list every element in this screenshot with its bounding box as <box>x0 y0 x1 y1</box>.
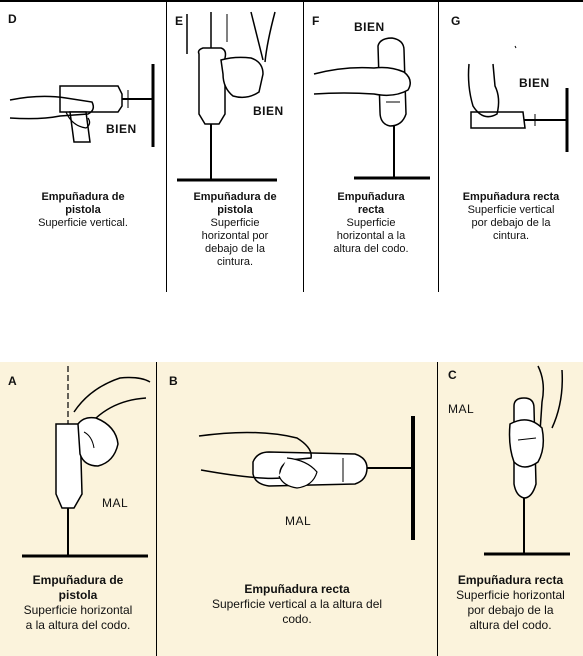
panel-letter: F <box>312 14 320 28</box>
panel-letter: E <box>175 14 184 28</box>
panel-caption: Empuñadura de pistola Superficie horizon… <box>169 191 301 269</box>
caption-line: Superficie <box>210 217 260 229</box>
panel-d: D BIEN Empuñadura de pistola Superficie … <box>0 2 166 292</box>
caption-line: cintura. <box>216 256 254 268</box>
panel-caption: Empuñadura recta Superficie vertical a l… <box>167 582 427 627</box>
caption-line: Superficie <box>346 217 396 229</box>
caption-line: a la altura del codo. <box>25 618 131 632</box>
mal-label: MAL <box>448 402 475 416</box>
panel-caption: Empuñadura recta Superficie horizontal p… <box>438 573 583 633</box>
caption-line: horizontal por <box>201 230 269 242</box>
bien-label: BIEN <box>519 76 550 90</box>
bien-label: BIEN <box>354 20 385 34</box>
top-border <box>0 0 583 2</box>
caption-bold-line: pistola <box>58 588 98 602</box>
caption-bold-line: Empuñadura recta <box>244 582 350 596</box>
caption-line: horizontal a la <box>336 230 406 242</box>
panel-a: A MAL Empuñadura de pistola Superficie h… <box>0 362 156 656</box>
drill-illustration <box>313 37 430 180</box>
mal-label: MAL <box>285 514 312 528</box>
panel-g: G BIEN Empuñadura recta Superficie verti… <box>439 2 583 292</box>
panel-letter: D <box>8 12 17 26</box>
panel-caption: Empuñadura recta Superficie vertical por… <box>439 191 583 243</box>
caption-line: Superficie horizontal <box>23 603 133 617</box>
caption-line: codo. <box>282 612 312 626</box>
caption-bold-line: Empuñadura de <box>193 191 277 203</box>
caption-line: por debajo de la <box>471 217 551 229</box>
panel-c: C MAL Empuñadura recta Superficie horizo… <box>438 362 583 656</box>
caption-bold-line: Empuñadura <box>337 191 405 203</box>
panel-divider <box>438 2 439 292</box>
panel-letter: G <box>451 14 461 28</box>
bien-label: BIEN <box>106 122 137 136</box>
caption-line: altura del codo. <box>469 618 552 632</box>
panel-divider <box>303 2 304 292</box>
drill-illustration <box>9 64 155 147</box>
panel-letter: C <box>448 368 457 382</box>
caption-bold-line: Empuñadura recta <box>457 573 564 587</box>
panel-f: F BIEN Empuñadura recta Superficie horiz… <box>304 2 438 292</box>
caption-line: Superficie vertical <box>467 204 555 216</box>
caption-line: Superficie horizontal <box>456 588 565 602</box>
caption-line: debajo de la <box>205 243 265 255</box>
panel-divider <box>437 362 438 656</box>
drill-illustration <box>484 365 570 556</box>
caption-bold-line: pistola <box>217 204 253 216</box>
caption-bold-line: pistola <box>65 204 101 216</box>
panel-letter: B <box>169 374 178 388</box>
drill-illustration <box>198 416 415 540</box>
caption-bold-line: Empuñadura recta <box>462 191 560 203</box>
panel-caption: Empuñadura de pistola Superficie vertica… <box>10 191 156 230</box>
panel-divider <box>166 2 167 292</box>
panel-b: B MAL Empuñadura recta Superficie vertic… <box>157 362 437 656</box>
panel-caption: Empuñadura recta Superficie horizontal a… <box>306 191 436 256</box>
drill-illustration <box>177 11 277 182</box>
drill-illustration <box>22 366 151 558</box>
caption-line: por debajo de la <box>467 603 554 617</box>
caption-bold-line: recta <box>357 204 385 216</box>
caption-line: Superficie vertical a la altura del <box>211 597 383 611</box>
caption-line: altura del codo. <box>333 243 409 255</box>
bien-label: BIEN <box>253 104 284 118</box>
caption-bold-line: Empuñadura de <box>32 573 124 587</box>
caption-bold-line: Empuñadura de <box>41 191 125 203</box>
panel-divider <box>156 362 157 656</box>
mal-label: MAL <box>102 496 129 510</box>
panel-e: E BIEN Empuñadura de pistola Superficie … <box>167 2 303 292</box>
panel-letter: A <box>8 374 17 388</box>
caption-line: Superficie vertical. <box>38 217 128 229</box>
panel-caption: Empuñadura de pistola Superficie horizon… <box>0 573 156 633</box>
drill-illustration <box>467 45 569 152</box>
caption-line: cintura. <box>492 230 530 242</box>
